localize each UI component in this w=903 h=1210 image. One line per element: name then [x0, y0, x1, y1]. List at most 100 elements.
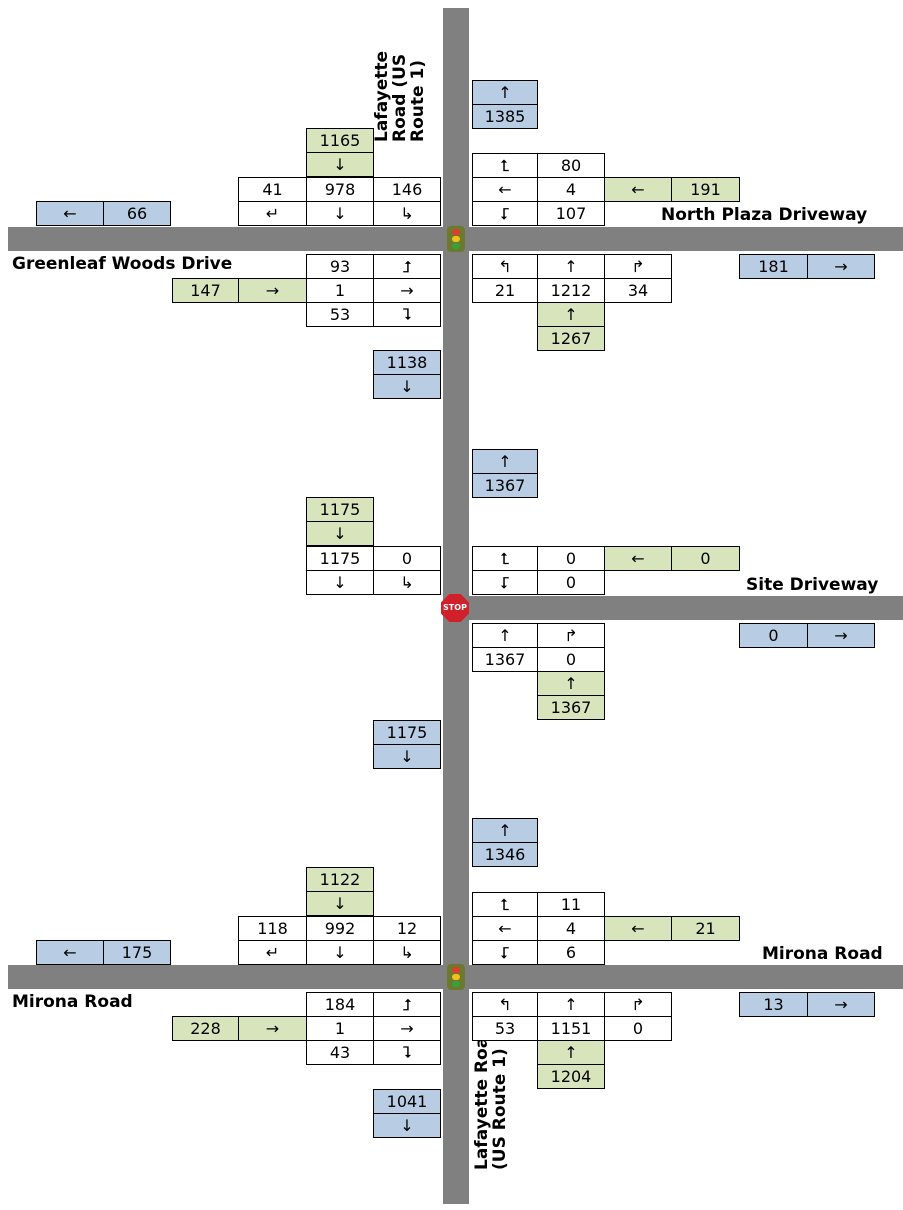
int3-wb-thru-arrow: ←	[472, 916, 538, 941]
site-driveway-road	[469, 596, 903, 620]
int3-e-exit-volume: 13	[739, 992, 808, 1017]
int2-nb-exit-volume: 1367	[472, 473, 538, 498]
lafayette-road-label-bottom: Lafayette Road (US Route 1)	[472, 1024, 510, 1170]
int2-wb-left-volume: 0	[537, 570, 605, 595]
int3-eb-right-arrow: ⮧	[373, 1040, 441, 1065]
int1-sb-right-arrow: ↵	[238, 201, 307, 226]
int1-nb-right-arrow: ↱	[604, 254, 672, 279]
int1-nb-thru-arrow: ↑	[537, 254, 605, 279]
int1-e-exit-volume: 181	[739, 254, 808, 279]
int3-wb-left-volume: 6	[537, 940, 605, 965]
greenleaf-woods-drive-label: Greenleaf Woods Drive	[12, 254, 233, 274]
int1-eb-thru-volume: 1	[306, 278, 374, 303]
int3-sb-right-arrow: ↵	[238, 940, 307, 965]
int3-wb-right-arrow: ⮤	[472, 892, 538, 917]
site-driveway-label: Site Driveway	[746, 575, 879, 595]
int1-eb-left-volume: 93	[306, 254, 374, 279]
int2-wb-right-volume: 0	[537, 546, 605, 571]
int2-e-exit-volume: 0	[739, 623, 808, 648]
int1-sb-enter-arrow: ↓	[306, 152, 374, 177]
mirona-road-west-label: Mirona Road	[12, 992, 133, 1012]
int1-e-exit-arrow: →	[807, 254, 875, 279]
int3-wb-right-volume: 11	[537, 892, 605, 917]
int3-sb-enter-arrow: ↓	[306, 891, 374, 916]
int3-wb-enter-arrow: ←	[604, 916, 672, 941]
int1-eb-thru-arrow: →	[373, 278, 441, 303]
int1-wb-thru-volume: 4	[537, 177, 605, 202]
int3-eb-thru-volume: 1	[306, 1016, 374, 1041]
stop-sign-icon: STOP	[441, 594, 469, 622]
int1-wb-left-volume: 107	[537, 201, 605, 226]
int3-nb-left-volume: 53	[472, 1016, 538, 1041]
int1-sb-right-volume: 41	[238, 177, 307, 202]
int3-sb-thru-volume: 992	[306, 916, 374, 941]
int3-nb-right-arrow: ↱	[604, 992, 672, 1017]
traffic-signal-icon	[447, 226, 465, 252]
int1-eb-enter-volume: 147	[172, 278, 239, 303]
int1-nb-exit-arrow: ↑	[472, 80, 538, 105]
int2-nb-right-volume: 0	[537, 647, 605, 672]
int1-w-exit-arrow: ←	[36, 201, 104, 226]
int3-w-exit-arrow: ←	[36, 940, 104, 965]
int3-nb-thru-volume: 1151	[537, 1016, 605, 1041]
int1-eb-right-volume: 53	[306, 302, 374, 327]
int2-sb-exit-volume: 1175	[373, 720, 441, 745]
int3-sb-thru-arrow: ↓	[306, 940, 374, 965]
int3-eb-right-volume: 43	[306, 1040, 374, 1065]
int1-wb-enter-volume: 191	[671, 177, 740, 202]
int3-wb-thru-volume: 4	[537, 916, 605, 941]
int3-nb-exit-volume: 1346	[472, 842, 538, 867]
int2-sb-enter-volume: 1175	[306, 497, 374, 522]
int3-sb-right-volume: 118	[238, 916, 307, 941]
int3-nb-thru-arrow: ↑	[537, 992, 605, 1017]
int3-sb-enter-volume: 1122	[306, 867, 374, 892]
int3-eb-enter-arrow: →	[238, 1016, 307, 1041]
int1-eb-left-arrow: ⮥	[373, 254, 441, 279]
int1-sb-exit-volume: 1138	[373, 350, 441, 375]
int1-wb-enter-arrow: ←	[604, 177, 672, 202]
int3-wb-left-arrow: ⮦	[472, 940, 538, 965]
int1-nb-left-volume: 21	[472, 278, 538, 303]
int2-e-exit-arrow: →	[807, 623, 875, 648]
int1-nb-exit-volume: 1385	[472, 104, 538, 129]
int3-sb-left-volume: 12	[373, 916, 441, 941]
int1-sb-left-arrow: ↳	[373, 201, 441, 226]
int3-eb-enter-volume: 228	[172, 1016, 239, 1041]
north-plaza-driveway-label: North Plaza Driveway	[661, 205, 868, 225]
int2-nb-thru-volume: 1367	[472, 647, 538, 672]
int2-nb-right-arrow: ↱	[537, 623, 605, 648]
int1-wb-left-arrow: ⮦	[472, 201, 538, 226]
int2-sb-enter-arrow: ↓	[306, 521, 374, 546]
lafayette-road-label-top: Lafayette Road (US Route 1)	[372, 50, 428, 142]
int1-eb-enter-arrow: →	[238, 278, 307, 303]
int2-wb-left-arrow: ⮦	[472, 570, 538, 595]
int1-sb-thru-volume: 978	[306, 177, 374, 202]
traffic-signal-icon	[447, 964, 465, 990]
int2-sb-thru-volume: 1175	[306, 546, 374, 571]
int1-wb-thru-arrow: ←	[472, 177, 538, 202]
int1-nb-enter-arrow: ↑	[537, 302, 605, 327]
int2-sb-left-arrow: ↳	[373, 570, 441, 595]
int2-sb-left-volume: 0	[373, 546, 441, 571]
int3-sb-left-arrow: ↳	[373, 940, 441, 965]
int2-nb-thru-arrow: ↑	[472, 623, 538, 648]
int3-wb-enter-volume: 21	[671, 916, 740, 941]
int3-sb-exit-volume: 1041	[373, 1089, 441, 1114]
int1-sb-left-volume: 146	[373, 177, 441, 202]
int2-wb-right-arrow: ⮤	[472, 546, 538, 571]
int1-nb-right-volume: 34	[604, 278, 672, 303]
int1-wb-right-volume: 80	[537, 153, 605, 178]
int1-sb-exit-arrow: ↓	[373, 374, 441, 399]
int3-nb-right-volume: 0	[604, 1016, 672, 1041]
int1-nb-enter-volume: 1267	[537, 326, 605, 351]
int3-nb-left-arrow: ↰	[472, 992, 538, 1017]
int2-wb-enter-volume: 0	[671, 546, 740, 571]
int2-wb-enter-arrow: ←	[604, 546, 672, 571]
int2-nb-exit-arrow: ↑	[472, 449, 538, 474]
mirona-road-east-label: Mirona Road	[762, 944, 883, 964]
int1-sb-enter-volume: 1165	[306, 128, 374, 153]
int2-sb-thru-arrow: ↓	[306, 570, 374, 595]
int3-e-exit-arrow: →	[807, 992, 875, 1017]
int3-nb-enter-arrow: ↑	[537, 1040, 605, 1065]
int3-nb-exit-arrow: ↑	[472, 818, 538, 843]
